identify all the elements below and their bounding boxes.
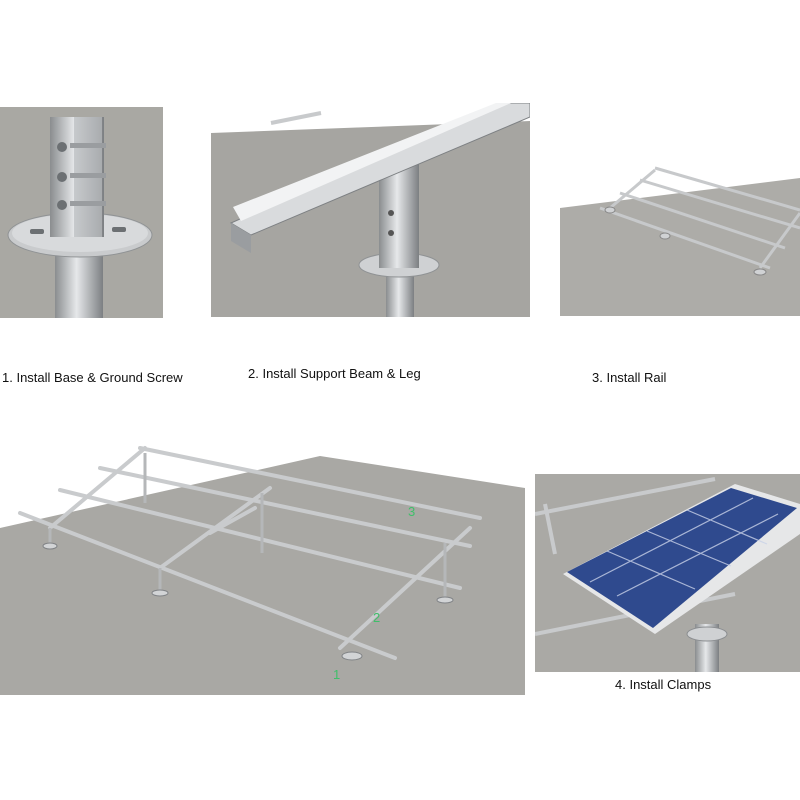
step2-caption: 2. Install Support Beam & Leg [248, 366, 421, 381]
step3-caption: 3. Install Rail [592, 370, 667, 385]
step1-caption: 1. Install Base & Ground Screw [2, 370, 183, 385]
marker-2: 2 [373, 610, 380, 625]
marker-1: 1 [333, 667, 340, 682]
step4-caption: 4. Install Clamps [615, 677, 712, 692]
step4-image [535, 474, 800, 672]
step1-image [0, 107, 163, 318]
step3-image [560, 148, 800, 316]
array-image: 3 2 1 [0, 418, 525, 695]
marker-3: 3 [408, 504, 415, 519]
step2-image [211, 103, 530, 317]
